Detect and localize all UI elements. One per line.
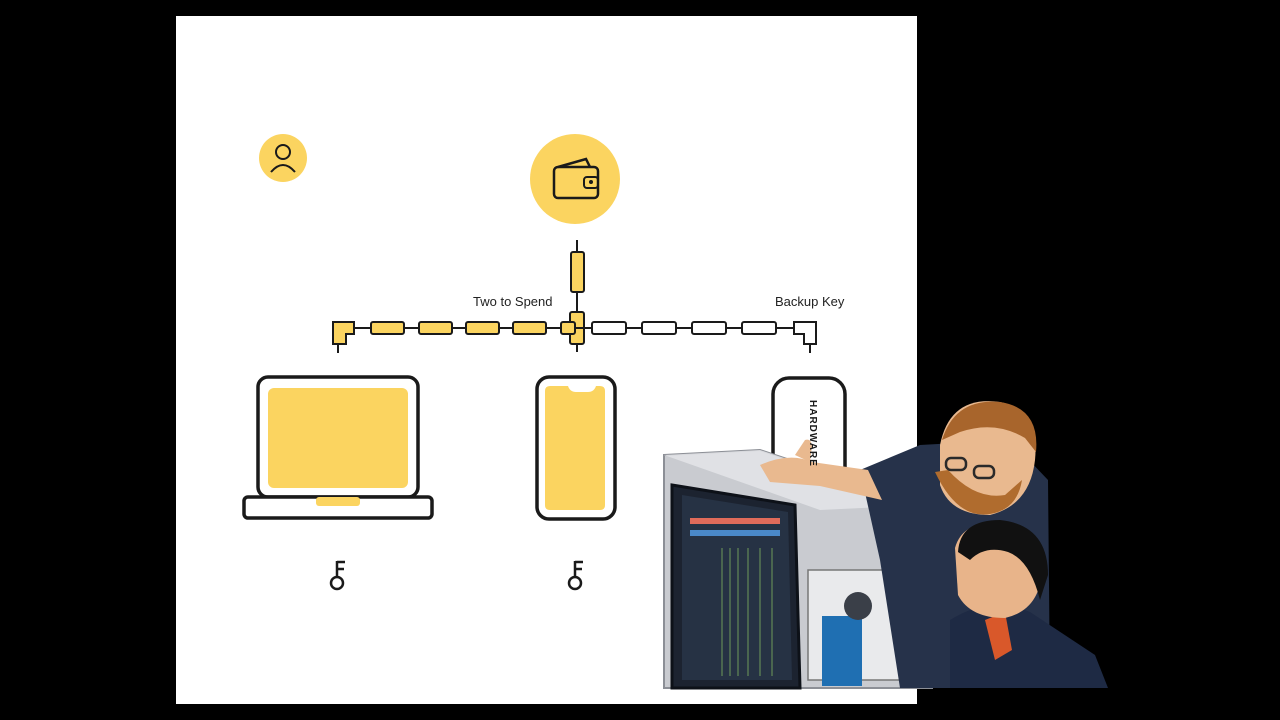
phone-icon bbox=[535, 375, 617, 521]
backup-key-label: Backup Key bbox=[775, 294, 845, 309]
two-to-spend-label: Two to Spend bbox=[473, 294, 553, 309]
user-icon bbox=[259, 134, 307, 182]
laptop-icon bbox=[242, 375, 434, 520]
key-icon bbox=[567, 560, 583, 591]
wallet-icon bbox=[530, 134, 620, 224]
man-and-boy-with-computer-illustration bbox=[663, 401, 1108, 690]
hardware-label: HARDWARE bbox=[807, 400, 818, 467]
wallet-chain bbox=[569, 240, 585, 352]
key-icon bbox=[329, 560, 345, 591]
key-chain bbox=[332, 321, 817, 353]
